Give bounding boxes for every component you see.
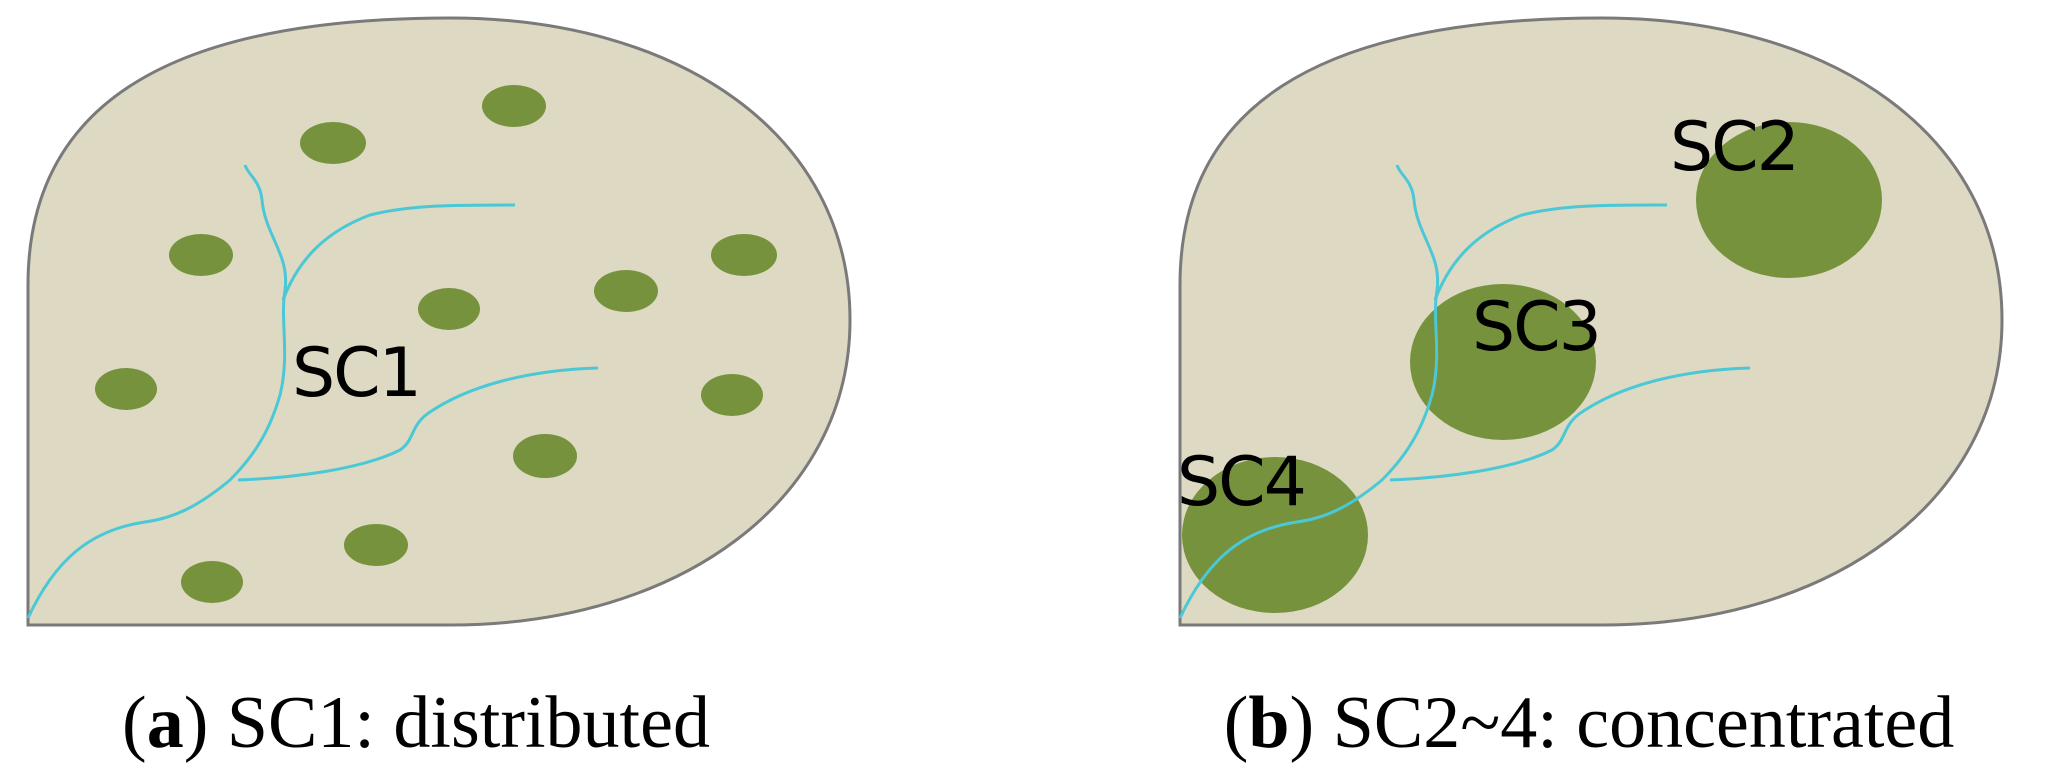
storage-dot xyxy=(701,374,763,416)
caption-b: (b) SC2~4: concentrated xyxy=(1224,682,1955,764)
storage-dot xyxy=(594,270,658,312)
storage-dot xyxy=(711,234,777,276)
storage-dots-a xyxy=(95,85,777,603)
storage-dot xyxy=(181,561,243,603)
label-sc4: SC4 xyxy=(1177,443,1305,522)
label-sc1: SC1 xyxy=(292,334,420,413)
storage-dot xyxy=(344,524,408,566)
storage-area-sc2 xyxy=(1696,122,1882,278)
caption-a-text: SC1: distributed xyxy=(208,682,710,764)
storage-area-sc3 xyxy=(1410,284,1596,440)
storage-dot xyxy=(513,434,577,478)
river-network-a xyxy=(26,164,599,619)
storage-dot xyxy=(482,85,546,127)
river-network-b xyxy=(1178,164,1751,619)
river-main-b xyxy=(1178,164,1440,619)
caption-b-text: SC2~4: concentrated xyxy=(1314,682,1954,764)
storage-areas-b xyxy=(1182,122,1882,613)
storage-dot xyxy=(300,122,366,164)
storage-dot xyxy=(95,368,157,410)
storage-dot xyxy=(169,234,233,276)
river-branch-upper-a xyxy=(281,203,516,301)
river-main-a xyxy=(26,164,288,619)
label-sc3: SC3 xyxy=(1472,288,1600,367)
label-sc2: SC2 xyxy=(1670,108,1798,187)
river-branch-lower-b xyxy=(1389,366,1751,482)
storage-dot xyxy=(418,288,480,330)
river-branch-lower-a xyxy=(237,366,599,482)
caption-a: (a) SC1: distributed xyxy=(122,682,710,764)
caption-b-letter: b xyxy=(1248,682,1289,764)
panel-a: SC1 (a) SC1: distributed xyxy=(26,16,852,764)
caption-a-letter: a xyxy=(147,682,184,764)
river-branch-upper-b xyxy=(1433,203,1668,301)
storage-area-sc4 xyxy=(1182,457,1368,613)
panel-b: SC2 SC3 SC4 (b) SC2~4: concentrated xyxy=(1177,16,2004,764)
